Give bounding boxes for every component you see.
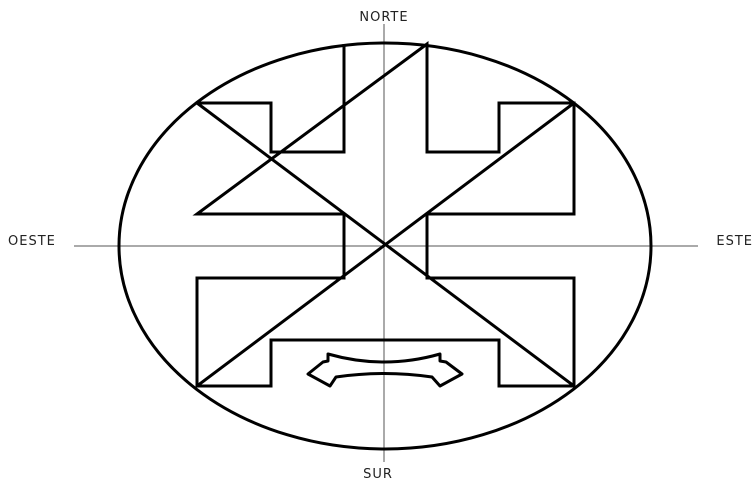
east-label: ESTE: [716, 234, 753, 249]
west-label: OESTE: [8, 234, 56, 249]
south-label: SUR: [363, 467, 393, 482]
curved-bar-shape: [308, 354, 462, 386]
north-label: NORTE: [359, 10, 408, 25]
glyph-outline: [197, 44, 574, 386]
